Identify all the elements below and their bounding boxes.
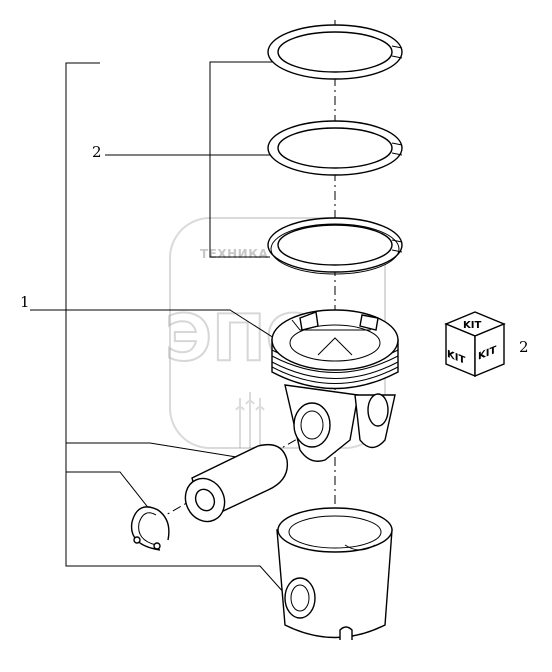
circlip xyxy=(130,506,170,551)
callout-kit-ref: 2 xyxy=(519,338,529,356)
piston-crown xyxy=(271,309,399,462)
wheat-emblem-icon xyxy=(235,392,265,448)
piston-pin xyxy=(184,443,289,523)
kit-top-label: KIT xyxy=(463,320,481,331)
piston-ring-oil xyxy=(267,217,403,275)
piston-ring-middle xyxy=(267,120,403,176)
callout-rings: 2 xyxy=(92,143,102,161)
leader-lines xyxy=(30,61,286,595)
piston-skirt xyxy=(276,507,393,640)
kit-cube-icon: KIT KIT KIT xyxy=(444,311,506,378)
piston-ring-top xyxy=(267,24,403,80)
callout-piston: 1 xyxy=(20,293,30,311)
